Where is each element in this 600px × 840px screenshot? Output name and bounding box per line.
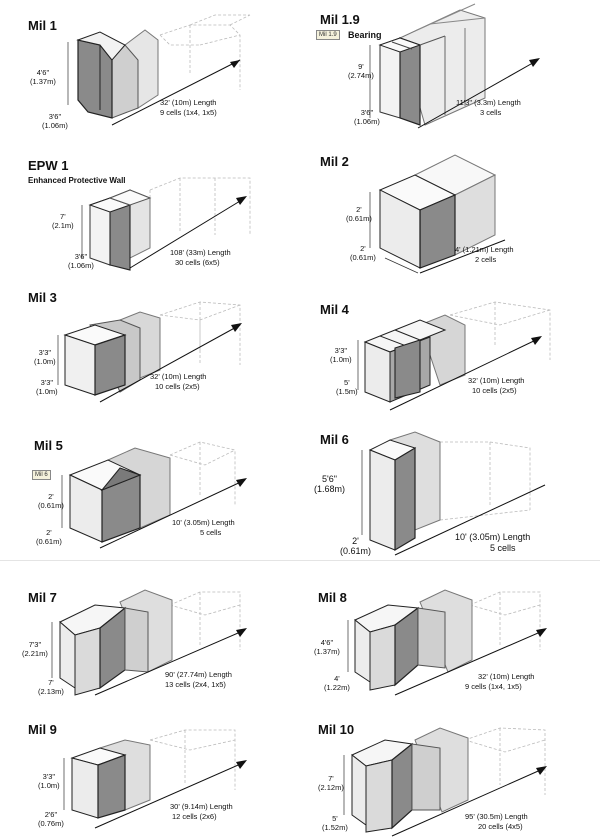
unit-title: Mil 9 [28,722,57,737]
length-label: 11'3" (3.3m) Length [456,98,521,107]
length-label: 10' (3.05m) Length [172,518,235,527]
height-label: 4'6" (1.37m) [30,68,56,86]
height-label: 3'3" (1.0m) [38,772,60,790]
height-label: 2' (0.61m) [346,205,372,223]
height-label: 5'6" (1.68m) [314,474,346,494]
cells-label: 20 cells (4x5) [478,822,523,831]
unit-tag: Mil 1.9 [316,30,340,40]
unit-title: EPW 1 [28,158,69,173]
width-label: 2' (0.61m) [36,528,62,546]
length-label: 32' (10m) Length [150,372,207,381]
width-label: 3'6" (1.06m) [42,112,68,130]
mil-9-diagram [63,729,247,829]
unit-subtitle: Enhanced Protective Wall [28,176,126,185]
unit-mil-1-9: Mil 1.9 Mil 1.9 Bearing 9' (2.74m) 3'6" … [300,0,600,140]
height-label: 3'3" (1.0m) [34,348,56,366]
unit-mil-5: Mil 5 Mil 6 2' (0.61m) 2' (0.61m) 10' (3… [0,420,300,560]
unit-title: Mil 7 [28,590,57,605]
length-label: 90' (27.74m) Length [165,670,232,679]
cells-label: 30 cells (6x5) [175,258,220,267]
length-label: 10' (3.05m) Length [455,532,531,542]
unit-mil-1: Mil 1 4'6" (1.37m) 3'6" (1.06m) 32' (10m… [0,0,300,140]
cells-label: 12 cells (2x6) [172,812,217,821]
length-label: 32' (10m) Length [468,376,525,385]
unit-mil-8: Mil 8 4'6" (1.37m) 4' (1.22m) 32' (10m) … [300,560,600,700]
unit-mil-7: Mil 7 7'3" (2.21m) 7' (2.13m) 90' (27.74… [0,560,300,700]
cells-label: 9 cells (1x4, 1x5) [160,108,217,117]
unit-subtitle: Bearing [348,30,382,40]
cells-label: 10 cells (2x5) [472,386,517,395]
mil-10-diagram [343,727,547,837]
unit-title: Mil 8 [318,590,347,605]
mil-1-diagram [67,14,251,126]
length-label: 32' (10m) Length [478,672,535,681]
mil-2-diagram [369,154,506,274]
width-label: 2'6" (0.76m) [38,810,64,828]
unit-title: Mil 1 [28,18,57,33]
length-label: 95' (30.5m) Length [465,812,528,821]
unit-title: Mil 5 [34,438,63,453]
height-label: 7' (2.12m) [318,774,344,792]
unit-title: Mil 3 [28,290,57,305]
cells-label: 5 cells [200,528,222,537]
cells-label: 13 cells (2x4, 1x5) [165,680,226,689]
length-label: 4' (1.21m) Length [455,245,514,254]
width-label: 5' (1.52m) [322,814,348,832]
unit-title: Mil 6 [320,432,349,447]
epw-1-diagram [81,177,251,271]
width-label: 4' (1.22m) [324,674,350,692]
width-label: 7' (2.13m) [38,678,64,696]
length-label: 30' (9.14m) Length [170,802,233,811]
unit-title: Mil 1.9 [320,12,360,27]
width-label: 3'3" (1.0m) [36,378,58,396]
section-divider [0,560,600,561]
mil-7-diagram [51,589,247,696]
unit-mil-6: Mil 6 5'6" (1.68m) 2' (0.61m) 10' (3.05m… [300,420,600,560]
mil-4-diagram [357,301,551,411]
cells-label: 10 cells (2x5) [155,382,200,391]
unit-title: Mil 4 [320,302,349,317]
mil-8-diagram [347,589,547,696]
height-label: 9' (2.74m) [348,62,374,80]
width-label: 2' (0.61m) [350,244,376,262]
height-label: 3'3" (1.0m) [330,346,352,364]
width-label: 3'6" (1.06m) [68,252,94,270]
cells-label: 3 cells [480,108,502,117]
unit-title: Mil 2 [320,154,349,169]
width-label: 2' (0.61m) [340,536,372,556]
unit-mil-10: Mil 10 7' (2.12m) 5' (1.52m) 95' (30.5m)… [300,700,600,840]
cells-label: 5 cells [490,543,516,553]
width-label: 3'6" (1.06m) [354,108,380,126]
height-label: 4'6" (1.37m) [314,638,340,656]
height-label: 7' (2.1m) [52,212,74,230]
unit-epw-1: EPW 1 Enhanced Protective Wall 7' (2.1m)… [0,140,300,280]
mil-6-diagram [361,431,546,556]
width-label: 5' (1.5m) [336,378,358,396]
unit-mil-3: Mil 3 3'3" (1.0m) 3'3" (1.0m) 32' (10m) … [0,280,300,420]
height-label: 7'3" (2.21m) [22,640,48,658]
length-label: 108' (33m) Length [170,248,231,257]
unit-title: Mil 10 [318,722,355,737]
cells-label: 2 cells [475,255,497,264]
unit-mil-4: Mil 4 3'3" (1.0m) 5' (1.5m) 32' (10m) Le… [300,280,600,420]
mil-1-9-diagram [369,3,540,129]
mil-5-diagram [61,441,247,549]
length-label: 32' (10m) Length [160,98,217,107]
unit-mil-9: Mil 9 3'3" (1.0m) 2'6" (0.76m) 30' (9.14… [0,700,300,840]
unit-mil-2: Mil 2 2' (0.61m) 2' (0.61m) 4' (1.21m) L… [300,140,600,280]
mil-3-diagram [57,301,242,403]
height-label: 2' (0.61m) [38,492,64,510]
cells-label: 9 cells (1x4, 1x5) [465,682,522,691]
unit-tag: Mil 6 [32,470,51,480]
